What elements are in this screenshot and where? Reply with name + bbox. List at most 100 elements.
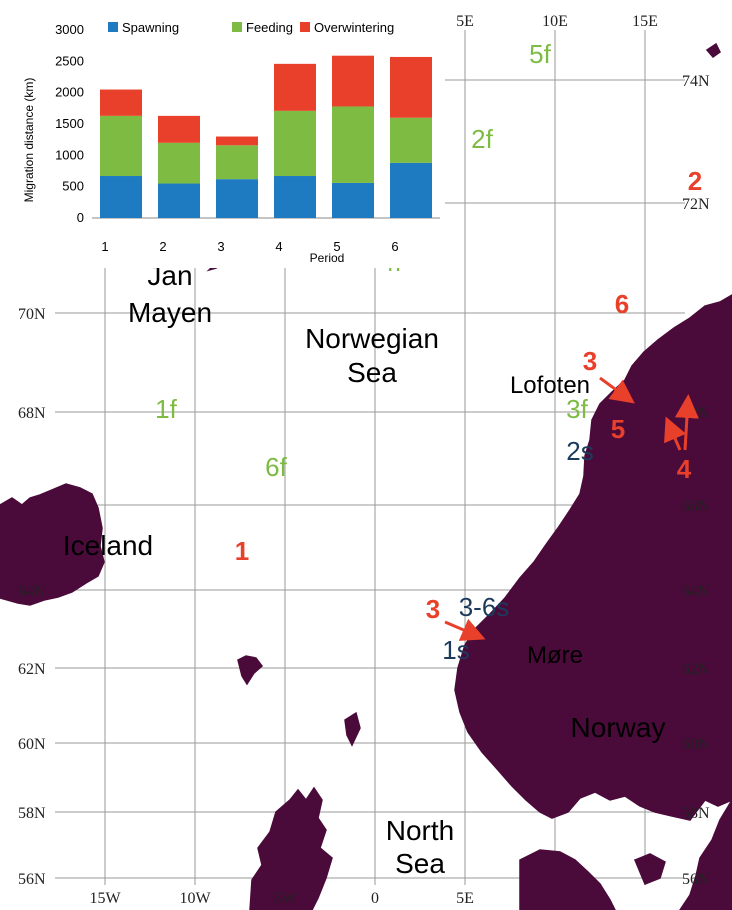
y-tick-label: 3000 <box>55 22 84 37</box>
svg-text:58N: 58N <box>682 805 710 822</box>
y-tick-label: 2500 <box>55 53 84 68</box>
longitude-labels: 15W 10W 5W 0 5E 5E 10E 15E <box>89 13 657 907</box>
x-tick-label: 3 <box>217 239 224 254</box>
svg-text:66N: 66N <box>682 498 710 515</box>
inset-background <box>0 0 445 268</box>
svg-text:10W: 10W <box>179 890 211 907</box>
y-tick-label: 0 <box>77 210 84 225</box>
svg-text:70N: 70N <box>18 306 46 323</box>
x-axis-title: Period <box>310 251 345 265</box>
spawning-marker-3-6: 3-6s <box>459 592 510 622</box>
legend-swatch-overwintering <box>300 22 310 32</box>
legend-label-feeding: Feeding <box>246 20 293 35</box>
bar-spawning-6 <box>390 162 432 218</box>
label-north: North <box>386 815 454 846</box>
label-iceland: Iceland <box>63 530 153 561</box>
arrow-4-left <box>664 416 687 451</box>
feeding-marker-6: 6f <box>265 452 287 482</box>
feeding-marker-5: 5f <box>529 39 551 69</box>
x-tick-label: 2 <box>159 239 166 254</box>
overwintering-marker-5: 5 <box>611 414 625 444</box>
svg-text:60N: 60N <box>18 736 46 753</box>
x-tick-label: 5 <box>333 239 340 254</box>
shetland-islands <box>344 711 361 747</box>
legend-swatch-feeding <box>232 22 242 32</box>
graticule <box>55 30 685 885</box>
inset-bar-chart: Spawning Feeding Overwintering 0 500 1000 150… <box>0 0 445 268</box>
svg-text:56N: 56N <box>18 871 46 888</box>
overwintering-marker-1: 1 <box>235 536 249 566</box>
bar-overwintering-4 <box>274 63 316 111</box>
svg-text:64N: 64N <box>18 583 46 600</box>
bar-spawning-2 <box>158 183 200 218</box>
feeding-markers: 1f 2f 3f 4f 5f 6f <box>155 39 588 482</box>
feeding-marker-3: 3f <box>566 394 588 424</box>
svg-text:74N: 74N <box>682 73 710 90</box>
scotland-coast <box>249 786 333 910</box>
y-axis-title: Migration distance (km) <box>22 78 36 203</box>
bar-spawning-5 <box>332 182 374 218</box>
legend-swatch-spawning <box>108 22 118 32</box>
arrow-4-right <box>674 394 699 451</box>
legend-label-spawning: Spawning <box>122 20 179 35</box>
bar-feeding-4 <box>274 110 316 177</box>
overwintering-marker-3-north: 3 <box>583 346 597 376</box>
chart-bars <box>100 55 432 218</box>
bar-overwintering-3 <box>216 136 258 146</box>
svg-text:15W: 15W <box>89 890 121 907</box>
label-norway: Norway <box>571 712 666 743</box>
y-tick-label: 1000 <box>55 147 84 162</box>
chart-legend: Spawning Feeding Overwintering <box>108 20 394 35</box>
svg-text:5E: 5E <box>456 13 474 30</box>
svg-text:56N: 56N <box>682 871 710 888</box>
bar-feeding-6 <box>390 117 432 163</box>
sweden-coast <box>679 798 732 910</box>
svg-text:5W: 5W <box>273 890 297 907</box>
svg-text:72N: 72N <box>682 196 710 213</box>
svg-text:64N: 64N <box>682 583 710 600</box>
denmark-coast <box>519 849 616 910</box>
svg-text:62N: 62N <box>682 661 710 678</box>
x-tick-label: 6 <box>391 239 398 254</box>
label-lofoten: Lofoten <box>510 372 590 399</box>
svg-text:10E: 10E <box>542 13 568 30</box>
legend-label-overwintering: Overwintering <box>314 20 394 35</box>
y-tick-label: 2000 <box>55 85 84 100</box>
label-more: Møre <box>527 642 583 669</box>
bar-overwintering-2 <box>158 115 200 143</box>
spawning-marker-2: 2s <box>566 436 593 466</box>
bar-overwintering-5 <box>332 55 374 107</box>
svg-text:15E: 15E <box>632 13 658 30</box>
overwintering-markers: 1 2 3 3 4 5 6 <box>235 166 702 624</box>
bar-feeding-5 <box>332 106 374 183</box>
iceland-coast <box>0 483 105 606</box>
feeding-marker-1: 1f <box>155 394 177 424</box>
bar-spawning-1 <box>100 176 142 218</box>
label-sea: Sea <box>347 357 397 388</box>
svg-text:68N: 68N <box>18 405 46 422</box>
label-north-sea: Sea <box>395 848 445 879</box>
bar-overwintering-1 <box>100 89 142 116</box>
y-tick-label: 500 <box>62 179 84 194</box>
overwintering-marker-4: 4 <box>677 454 692 484</box>
overwintering-marker-3-south: 3 <box>426 594 440 624</box>
migration-arrows <box>444 376 699 641</box>
bar-overwintering-6 <box>390 56 432 118</box>
bar-feeding-3 <box>216 145 258 180</box>
x-tick-label: 1 <box>101 239 108 254</box>
label-norwegian: Norwegian <box>305 323 439 354</box>
x-tick-label: 4 <box>275 239 282 254</box>
svg-text:60N: 60N <box>682 736 710 753</box>
overwintering-marker-6: 6 <box>615 289 629 319</box>
bar-feeding-1 <box>100 115 142 177</box>
overwintering-marker-2: 2 <box>688 166 702 196</box>
spawning-marker-1: 1s <box>442 635 469 665</box>
bar-feeding-2 <box>158 142 200 184</box>
svg-text:58N: 58N <box>18 805 46 822</box>
svg-text:5E: 5E <box>456 890 474 907</box>
bar-spawning-4 <box>274 176 316 218</box>
y-tick-label: 1500 <box>55 116 84 131</box>
arrow-3-lofoten <box>599 376 635 404</box>
arrow-3-more <box>444 618 486 641</box>
